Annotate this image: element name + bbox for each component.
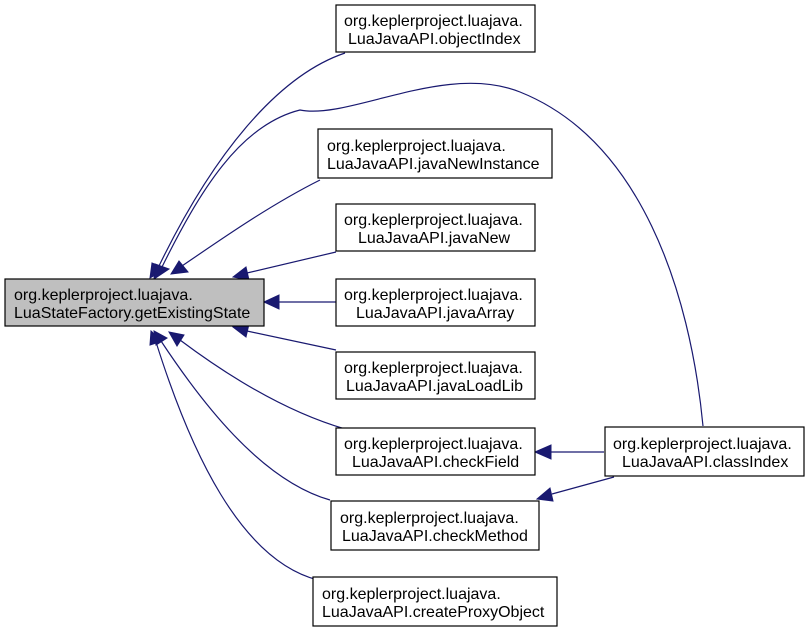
- node-checkMethod-line2: LuaJavaAPI.checkMethod: [342, 528, 528, 545]
- node-getExistingState[interactable]: org.keplerproject.luajava. LuaStateFacto…: [4, 278, 265, 327]
- nodes-layer: org.keplerproject.luajava. LuaStateFacto…: [4, 4, 805, 627]
- node-createProxyObject[interactable]: org.keplerproject.luajava. LuaJavaAPI.cr…: [312, 576, 558, 627]
- edge-javaNewInstance-to-getExistingState: [170, 179, 321, 275]
- node-classIndex[interactable]: org.keplerproject.luajava. LuaJavaAPI.cl…: [604, 426, 805, 477]
- edge-javaArray-to-getExistingState: [262, 294, 336, 310]
- node-javaNew[interactable]: org.keplerproject.luajava. LuaJavaAPI.ja…: [335, 203, 536, 252]
- node-javaArray-line1: org.keplerproject.luajava.: [344, 287, 523, 304]
- edge-objectIndex-to-getExistingState: [149, 52, 346, 279]
- edge-createProxyObject-to-getExistingState: [149, 329, 319, 581]
- node-checkField-line1: org.keplerproject.luajava.: [344, 436, 523, 453]
- node-getExistingState-line1: org.keplerproject.luajava.: [14, 287, 193, 304]
- node-createProxyObject-line1: org.keplerproject.luajava.: [322, 586, 501, 603]
- node-objectIndex-line1: org.keplerproject.luajava.: [344, 13, 523, 30]
- node-javaArray[interactable]: org.keplerproject.luajava. LuaJavaAPI.ja…: [335, 278, 536, 327]
- node-getExistingState-line2: LuaStateFactory.getExistingState: [14, 305, 250, 322]
- node-checkField-line2: LuaJavaAPI.checkField: [352, 454, 519, 471]
- node-checkMethod-line1: org.keplerproject.luajava.: [340, 510, 519, 527]
- node-javaLoadLib[interactable]: org.keplerproject.luajava. LuaJavaAPI.ja…: [335, 351, 536, 400]
- node-javaNewInstance[interactable]: org.keplerproject.luajava. LuaJavaAPI.ja…: [317, 128, 553, 179]
- node-objectIndex-line2: LuaJavaAPI.objectIndex: [348, 31, 521, 48]
- node-javaNewInstance-line1: org.keplerproject.luajava.: [327, 138, 506, 155]
- node-javaNewInstance-line2: LuaJavaAPI.javaNewInstance: [327, 156, 540, 173]
- node-classIndex-line2: LuaJavaAPI.classIndex: [622, 454, 788, 471]
- node-javaArray-line2: LuaJavaAPI.javaArray: [356, 305, 514, 322]
- node-javaLoadLib-line1: org.keplerproject.luajava.: [344, 360, 523, 377]
- edge-classIndex-to-checkField: [533, 444, 604, 460]
- edge-checkMethod-to-getExistingState: [153, 330, 331, 501]
- edge-classIndex-to-checkMethod: [535, 476, 615, 502]
- node-javaNew-line1: org.keplerproject.luajava.: [344, 212, 523, 229]
- edge-classIndex-to-getExistingState: [153, 82, 704, 427]
- node-javaLoadLib-line2: LuaJavaAPI.javaLoadLib: [346, 378, 523, 395]
- edge-checkField-to-getExistingState: [168, 331, 346, 430]
- node-javaNew-line2: LuaJavaAPI.javaNew: [358, 230, 511, 247]
- node-checkMethod[interactable]: org.keplerproject.luajava. LuaJavaAPI.ch…: [330, 500, 540, 551]
- node-checkField[interactable]: org.keplerproject.luajava. LuaJavaAPI.ch…: [335, 427, 536, 476]
- edge-javaLoadLib-to-getExistingState: [231, 323, 337, 351]
- edge-javaNew-to-getExistingState: [231, 251, 337, 281]
- node-classIndex-line1: org.keplerproject.luajava.: [613, 436, 792, 453]
- node-createProxyObject-line2: LuaJavaAPI.createProxyObject: [322, 604, 545, 621]
- node-objectIndex[interactable]: org.keplerproject.luajava. LuaJavaAPI.ob…: [335, 4, 536, 53]
